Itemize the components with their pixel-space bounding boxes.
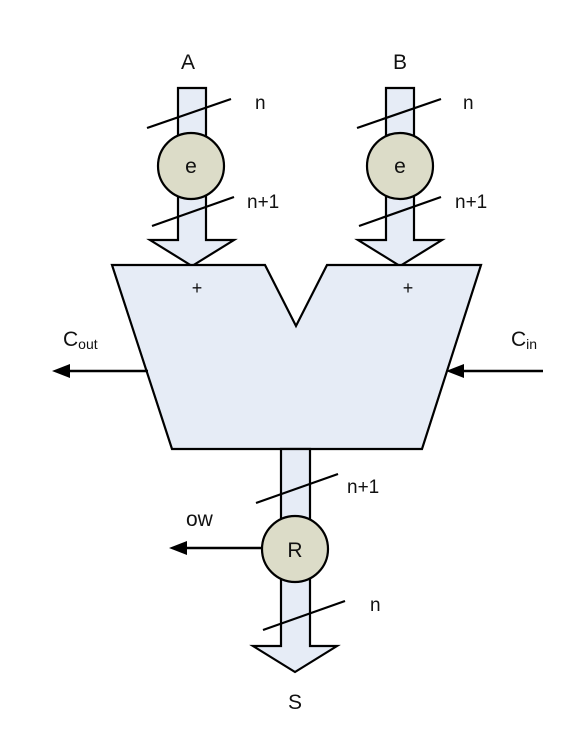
input-a-label: A (181, 51, 195, 74)
adder-plus-right: + (403, 278, 414, 298)
out-width-label: n (370, 595, 381, 616)
overflow-label: ow (186, 508, 214, 531)
cout-label: Cout (63, 328, 98, 352)
extend-node-b-label: e (394, 155, 406, 178)
sum-width-label: n+1 (347, 477, 379, 498)
input-a-width-label: n (255, 93, 266, 114)
cin-label: Cin (511, 328, 537, 352)
extend-b-width-label: n+1 (455, 192, 487, 213)
output-s-label: S (288, 691, 302, 714)
extend-node-a-label: e (185, 155, 197, 178)
adder-block (110, 263, 483, 451)
width-slash-sum (255, 472, 339, 505)
width-slash-out (262, 599, 346, 632)
overflow-arrowhead (169, 541, 187, 555)
width-slash-a (146, 97, 232, 130)
cout-arrowhead (52, 364, 70, 378)
width-slash-b (356, 97, 442, 130)
adder-plus-left: + (192, 278, 203, 298)
round-node-label: R (287, 539, 302, 562)
extend-node-a (156, 131, 226, 201)
width-slash-b-ext (358, 195, 442, 228)
input-b-label: B (393, 51, 407, 74)
input-b-width-label: n (463, 93, 474, 114)
extend-node-b (365, 131, 435, 201)
width-slash-a-ext (151, 195, 235, 228)
cin-arrowhead (446, 364, 464, 378)
extend-a-width-label: n+1 (247, 192, 279, 213)
